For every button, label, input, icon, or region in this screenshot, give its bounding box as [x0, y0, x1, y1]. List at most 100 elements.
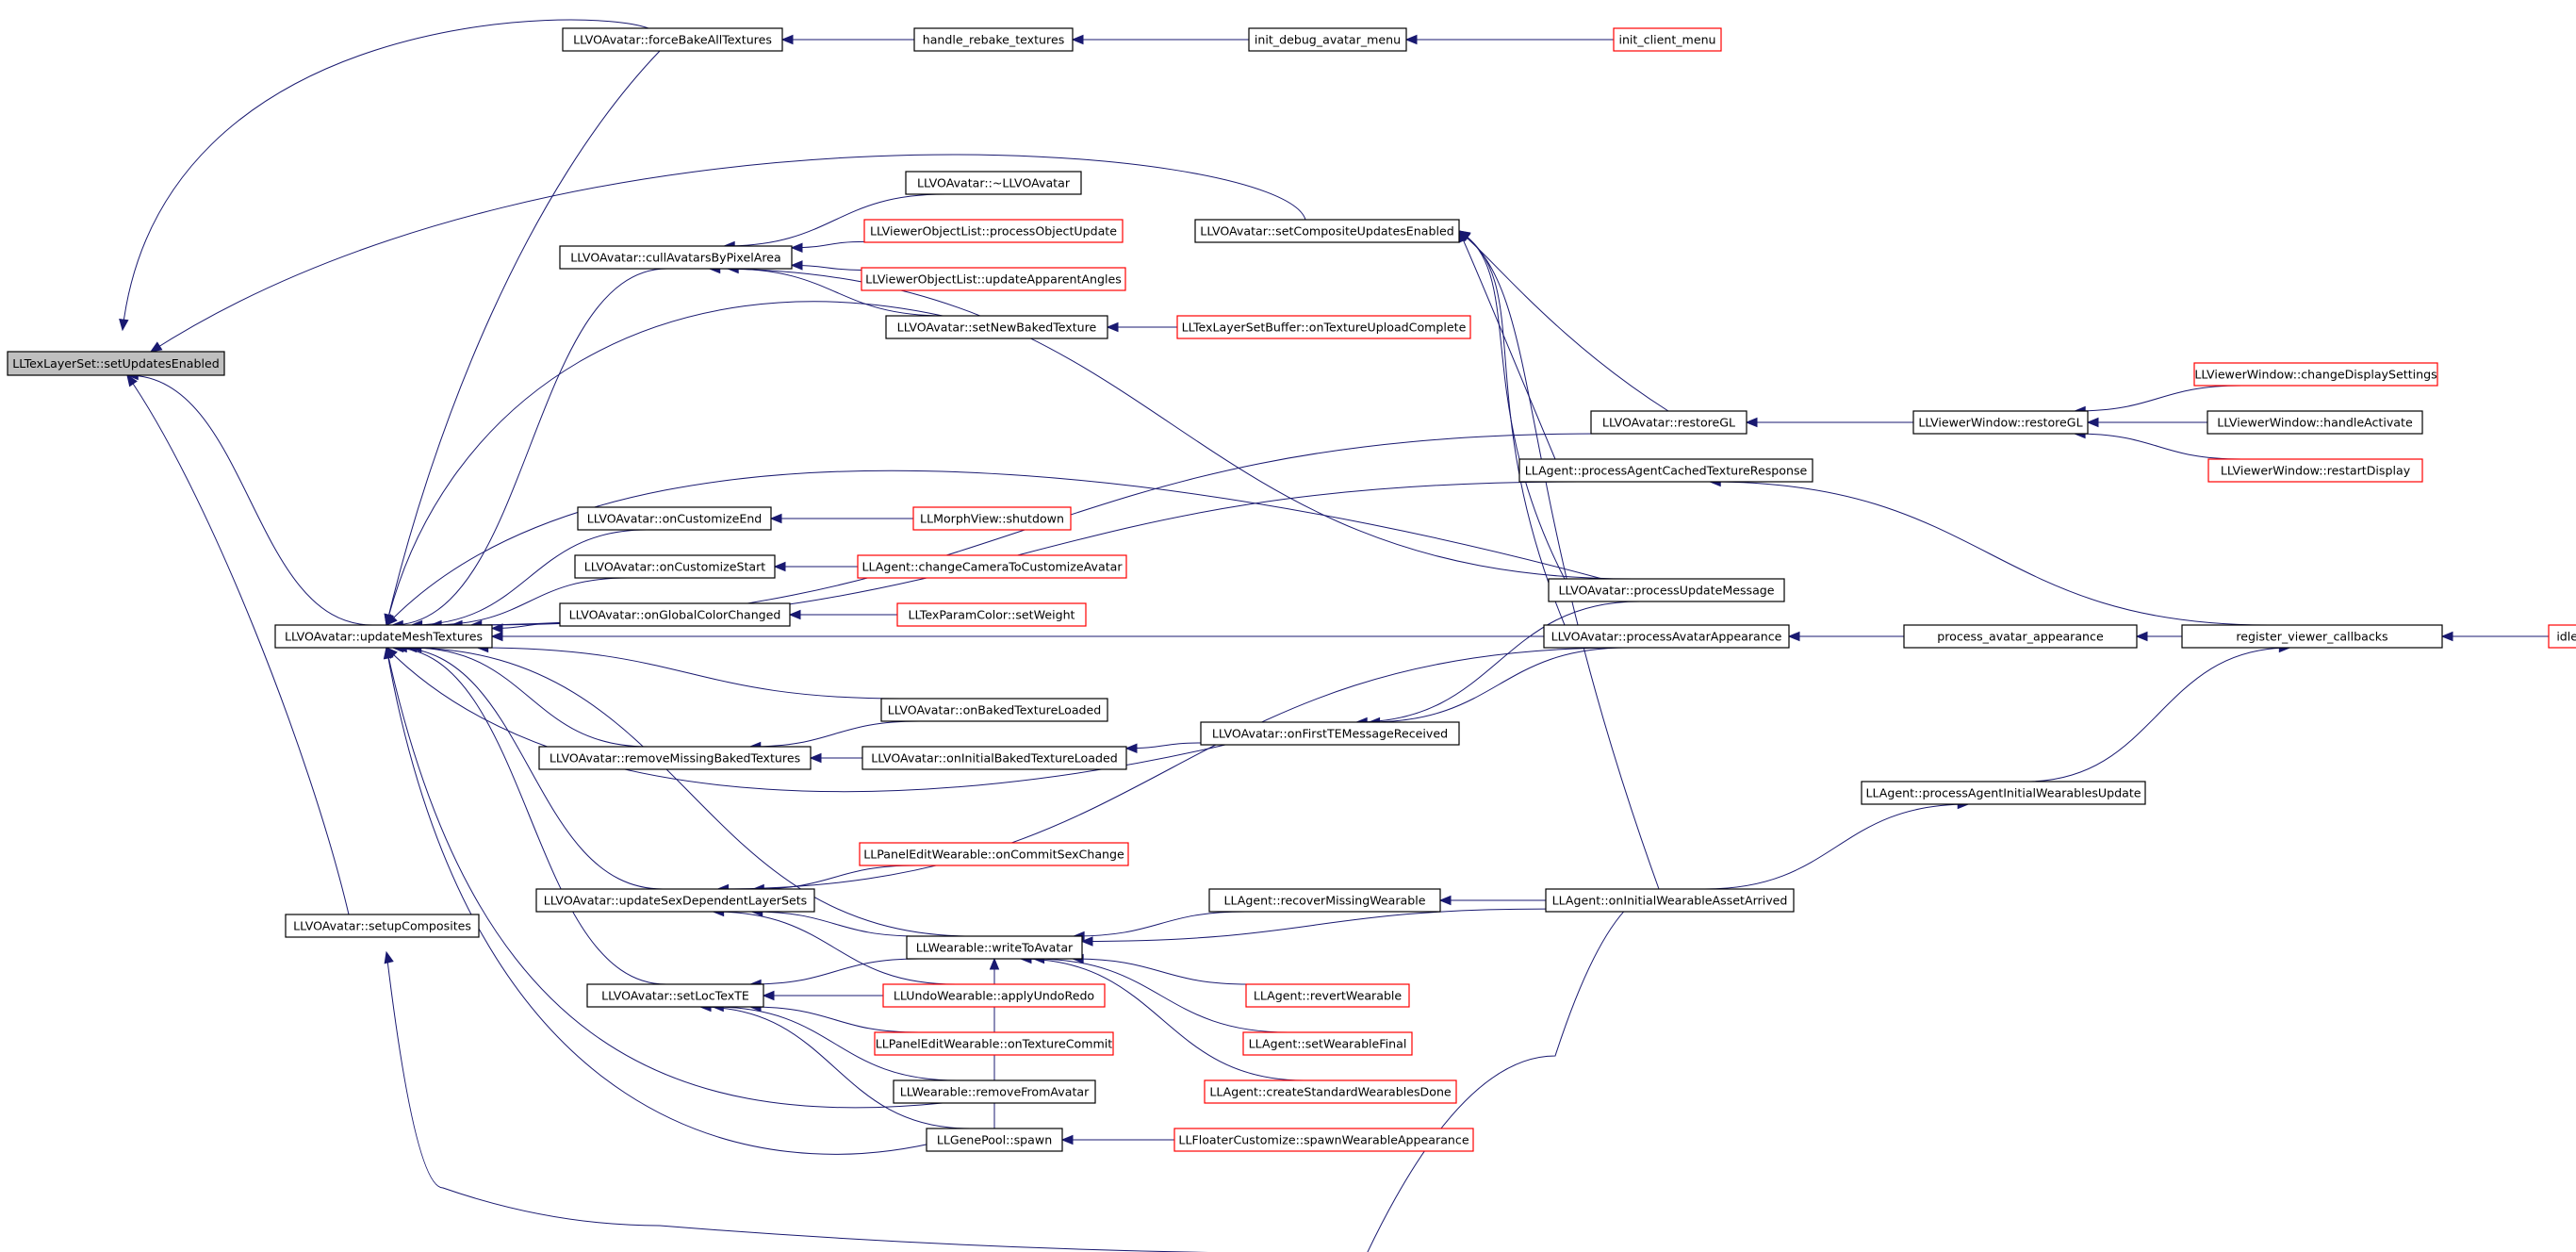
- node-n45[interactable]: LLAgent::setWearableFinal: [1242, 1031, 1413, 1056]
- node-box[interactable]: [586, 983, 764, 1008]
- node-n22[interactable]: LLViewerObjectList::processObjectUpdate: [863, 219, 1124, 243]
- node-n46[interactable]: LLWearable::removeFromAvatar: [893, 1079, 1096, 1104]
- node-box[interactable]: [863, 219, 1124, 243]
- node-box[interactable]: [1245, 983, 1410, 1008]
- node-n27[interactable]: LLMorphView::shutdown: [912, 506, 1072, 531]
- node-n7[interactable]: LLViewerWindow::restoreGL: [1912, 410, 2089, 435]
- node-box[interactable]: [1613, 27, 1722, 52]
- node-box[interactable]: [1545, 888, 1795, 913]
- node-n47[interactable]: LLAgent::createStandardWearablesDone: [1204, 1079, 1457, 1104]
- node-n34[interactable]: LLVOAvatar::onInitialBakedTextureLoaded: [861, 746, 1127, 770]
- node-n41[interactable]: LLVOAvatar::setLocTexTE: [586, 983, 764, 1008]
- node-n13[interactable]: idle_startup: [2548, 624, 2576, 649]
- node-n15[interactable]: LLVOAvatar::processAvatarAppearance: [1543, 624, 1790, 649]
- node-n33[interactable]: LLVOAvatar::removeMissingBakedTextures: [538, 746, 812, 770]
- node-box[interactable]: [1194, 219, 1460, 243]
- node-box[interactable]: [1200, 721, 1460, 746]
- node-n16[interactable]: process_avatar_appearance: [1903, 624, 2138, 649]
- node-n19[interactable]: LLVOAvatar::updateMeshTextures: [274, 624, 493, 649]
- node-box[interactable]: [913, 27, 1074, 52]
- node-n21[interactable]: LLVOAvatar::~LLVOAvatar: [905, 171, 1082, 195]
- node-box[interactable]: [893, 1079, 1096, 1104]
- node-n36[interactable]: LLPanelEditWearable::onCommitSexChange: [859, 842, 1129, 866]
- node-n48[interactable]: LLGenePool::spawn: [926, 1128, 1063, 1152]
- node-box[interactable]: [285, 914, 480, 938]
- node-box[interactable]: [859, 842, 1129, 866]
- node-n44[interactable]: LLPanelEditWearable::onTextureCommit: [874, 1031, 1114, 1056]
- node-box[interactable]: [574, 554, 776, 579]
- node-box[interactable]: [1543, 624, 1790, 649]
- node-n6[interactable]: LLVOAvatar::restoreGL: [1590, 410, 1747, 435]
- node-n25[interactable]: LLTexLayerSetBuffer::onTextureUploadComp…: [1176, 315, 1471, 339]
- node-box[interactable]: [562, 27, 783, 52]
- node-box[interactable]: [577, 506, 772, 531]
- node-n1[interactable]: LLVOAvatar::forceBakeAllTextures: [562, 27, 783, 52]
- node-box[interactable]: [1548, 578, 1785, 602]
- node-n28[interactable]: LLVOAvatar::onCustomizeStart: [574, 554, 776, 579]
- node-box[interactable]: [7, 351, 225, 376]
- node-box[interactable]: [1861, 781, 2146, 805]
- node-n32[interactable]: LLVOAvatar::onBakedTextureLoaded: [880, 698, 1108, 722]
- node-box[interactable]: [896, 602, 1087, 627]
- node-box[interactable]: [535, 888, 815, 913]
- node-box[interactable]: [885, 315, 1108, 339]
- node-box[interactable]: [2207, 410, 2423, 435]
- node-box[interactable]: [274, 624, 493, 649]
- node-box[interactable]: [2548, 624, 2576, 649]
- node-box[interactable]: [1176, 315, 1471, 339]
- node-n18[interactable]: LLAgent::onInitialWearableAssetArrived: [1545, 888, 1795, 913]
- node-box[interactable]: [880, 698, 1108, 722]
- node-box[interactable]: [1912, 410, 2089, 435]
- node-box[interactable]: [2193, 362, 2438, 387]
- node-box[interactable]: [2181, 624, 2443, 649]
- node-n2[interactable]: handle_rebake_textures: [913, 27, 1074, 52]
- node-box[interactable]: [861, 746, 1127, 770]
- node-n3[interactable]: init_debug_avatar_menu: [1248, 27, 1407, 52]
- node-n4[interactable]: init_client_menu: [1613, 27, 1722, 52]
- node-n12[interactable]: register_viewer_callbacks: [2181, 624, 2443, 649]
- node-n26[interactable]: LLVOAvatar::onCustomizeEnd: [577, 506, 772, 531]
- node-n29[interactable]: LLAgent::changeCameraToCustomizeAvatar: [857, 554, 1127, 579]
- node-n11[interactable]: LLAgent::processAgentCachedTextureRespon…: [1518, 458, 1813, 483]
- node-n49[interactable]: LLFloaterCustomize::spawnWearableAppeara…: [1173, 1128, 1474, 1152]
- node-n24[interactable]: LLVOAvatar::setNewBakedTexture: [885, 315, 1108, 339]
- node-box[interactable]: [1242, 1031, 1413, 1056]
- node-box[interactable]: [2207, 458, 2423, 483]
- node-n42[interactable]: LLUndoWearable::applyUndoRedo: [882, 983, 1106, 1008]
- node-box[interactable]: [861, 267, 1126, 291]
- node-n5[interactable]: LLVOAvatar::setCompositeUpdatesEnabled: [1194, 219, 1460, 243]
- node-n9[interactable]: LLViewerWindow::handleActivate: [2207, 410, 2423, 435]
- node-box[interactable]: [857, 554, 1127, 579]
- node-n17[interactable]: LLAgent::processAgentInitialWearablesUpd…: [1861, 781, 2146, 805]
- node-box[interactable]: [1590, 410, 1747, 435]
- node-box[interactable]: [906, 935, 1083, 960]
- node-n38[interactable]: LLAgent::recoverMissingWearable: [1208, 888, 1441, 913]
- node-box[interactable]: [882, 983, 1106, 1008]
- node-n20[interactable]: LLVOAvatar::cullAvatarsByPixelArea: [559, 245, 793, 270]
- node-box[interactable]: [1903, 624, 2138, 649]
- node-box[interactable]: [926, 1128, 1063, 1152]
- node-box[interactable]: [559, 245, 793, 270]
- node-n23[interactable]: LLViewerObjectList::updateApparentAngles: [861, 267, 1126, 291]
- node-box[interactable]: [1248, 27, 1407, 52]
- node-n40[interactable]: LLVOAvatar::setupComposites: [285, 914, 480, 938]
- node-n8[interactable]: LLViewerWindow::changeDisplaySettings: [2193, 362, 2438, 387]
- node-box[interactable]: [1208, 888, 1441, 913]
- node-n39[interactable]: LLWearable::writeToAvatar: [906, 935, 1083, 960]
- node-box[interactable]: [559, 602, 791, 627]
- node-n35[interactable]: LLVOAvatar::onFirstTEMessageReceived: [1200, 721, 1460, 746]
- node-n37[interactable]: LLVOAvatar::updateSexDependentLayerSets: [535, 888, 815, 913]
- node-n14[interactable]: LLVOAvatar::processUpdateMessage: [1548, 578, 1785, 602]
- node-box[interactable]: [1173, 1128, 1474, 1152]
- node-n0[interactable]: LLTexLayerSet::setUpdatesEnabled: [7, 351, 225, 376]
- node-n10[interactable]: LLViewerWindow::restartDisplay: [2207, 458, 2423, 483]
- node-n43[interactable]: LLAgent::revertWearable: [1245, 983, 1410, 1008]
- node-n31[interactable]: LLTexParamColor::setWeight: [896, 602, 1087, 627]
- node-box[interactable]: [874, 1031, 1114, 1056]
- node-box[interactable]: [1518, 458, 1813, 483]
- node-box[interactable]: [912, 506, 1072, 531]
- node-box[interactable]: [538, 746, 812, 770]
- node-box[interactable]: [1204, 1079, 1457, 1104]
- node-n30[interactable]: LLVOAvatar::onGlobalColorChanged: [559, 602, 791, 627]
- node-box[interactable]: [905, 171, 1082, 195]
